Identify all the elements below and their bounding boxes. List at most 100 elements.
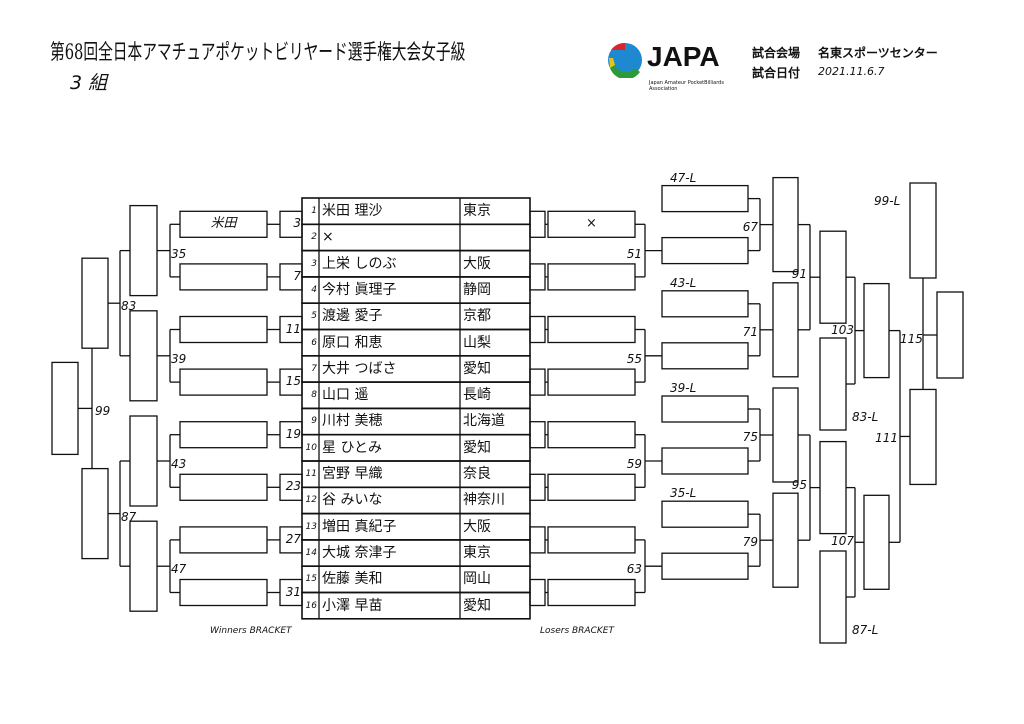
losers-r3-box [819,230,847,324]
seed-number: 4 [311,284,317,295]
losers-r1-result-box [547,368,636,396]
match-number: 111 [875,431,898,446]
winners-r2-box [179,578,268,607]
seed-number: 7 [311,363,317,374]
match-number: 31 [285,584,301,599]
winners-r3-box [129,415,158,507]
losers-r1-winner-box [661,447,749,475]
player-prefecture: 神奈川 [463,492,505,509]
match-number: 23 [285,479,301,494]
player-name: 小澤 早苗 [322,597,383,614]
group-label: 3 組 [70,72,108,94]
winners-r2-box [179,368,268,396]
losers-drop2-box [819,550,847,644]
losers-r1-box [529,210,546,238]
winners-bracket-label: Winners BRACKET [210,626,292,636]
winners-r3-box [129,520,158,612]
player-name: 谷 みいな [322,492,383,509]
losers-r1-box [529,368,546,396]
player-prefecture: 北海道 [463,413,505,430]
losers-bracket-label: Losers BRACKET [540,626,614,636]
losers-drop2-box [819,337,847,431]
losers-r1-winner-box [661,552,749,580]
player-name: 宮野 早織 [322,466,383,482]
winners-r3-box [129,204,158,297]
player-name: 星 ひとみ [322,439,383,456]
logo-subtitle: Japan Amateur PocketBilliards Associatio… [649,80,724,92]
player-prefecture: 京都 [463,308,491,325]
match-number: 43 [171,457,187,471]
losers-r1-result-box [547,315,636,344]
player-name: 上栄 しのぶ [322,255,397,272]
match-number: 107 [831,534,854,549]
player-prefecture: 愛知 [463,360,491,377]
seed-number: 9 [311,416,317,427]
losers-drop3-box [909,182,937,279]
losers-drop-box [661,290,749,318]
drop-label: 47-L [670,170,697,185]
loser-name: × [586,216,597,232]
seed-number: 1 [311,206,317,216]
losers-drop-box [661,184,749,213]
losers-r3-box [819,440,847,535]
losers-r1-result-box [547,578,636,607]
losers-r1-result-box [547,263,636,291]
drop-label: 99-L [874,194,901,208]
match-number: 87 [121,509,137,524]
losers-semi-box [909,388,937,486]
player-prefecture: 奈良 [463,466,491,482]
match-number: 11 [285,321,301,336]
match-number: 59 [626,457,642,471]
losers-r1-box [529,263,546,291]
losers-r1-box [529,578,546,607]
match-number: 103 [831,322,854,337]
seed-number: 3 [311,258,317,269]
winners-final-box [51,361,79,456]
match-number: 51 [626,246,642,261]
losers-r1-box [529,473,546,501]
drop-label: 35-L [670,486,697,501]
winners-r4-box [81,257,109,349]
losers-r1-winner-box [661,342,749,370]
winners-r4-box [81,467,109,560]
player-name: 米田 理沙 [322,203,383,219]
match-number: 35 [171,246,187,261]
seed-number: 14 [305,547,317,558]
match-number: 99 [95,404,111,419]
player-prefecture: 東京 [463,203,491,219]
player-name: 山口 遥 [322,387,369,404]
losers-r2-box [772,492,799,588]
drop-label: 43-L [670,275,697,290]
winners-r2-box [179,421,268,449]
winners-r2-box [179,263,268,291]
player-name: 原口 和恵 [322,334,383,351]
match-number: 95 [791,477,807,492]
losers-r2-box [772,176,799,273]
winners-r2-box [179,315,268,344]
logo-mark-icon: JAPA [608,41,720,78]
winners-r2-box [179,473,268,501]
player-prefecture: 東京 [463,544,491,561]
page-title: 第68回全日本アマチュアポケットビリヤード選手権大会女子級 [50,40,466,64]
losers-r1-winner-box [661,236,749,265]
seed-number: 6 [311,337,317,348]
match-number: 27 [285,531,301,546]
date-label: 試合日付 [752,66,801,80]
losers-r1-result-box [547,473,636,501]
player-name: × [322,229,334,246]
match-number: 79 [742,535,758,550]
player-prefecture: 静岡 [463,281,491,298]
drop-label: 87-L [852,623,879,637]
match-number: 19 [285,426,301,441]
date-value: 2021.11.6.7 [818,65,885,78]
winners-r2-box [179,526,268,554]
losers-r1-box [529,421,546,449]
losers-r4-box [863,282,890,379]
losers-drop-box [661,500,749,528]
losers-r1-box [529,526,546,554]
player-prefecture: 長崎 [463,387,491,404]
seed-number: 11 [305,469,317,479]
seed-number: 13 [305,521,317,532]
losers-r4-box [863,494,890,590]
